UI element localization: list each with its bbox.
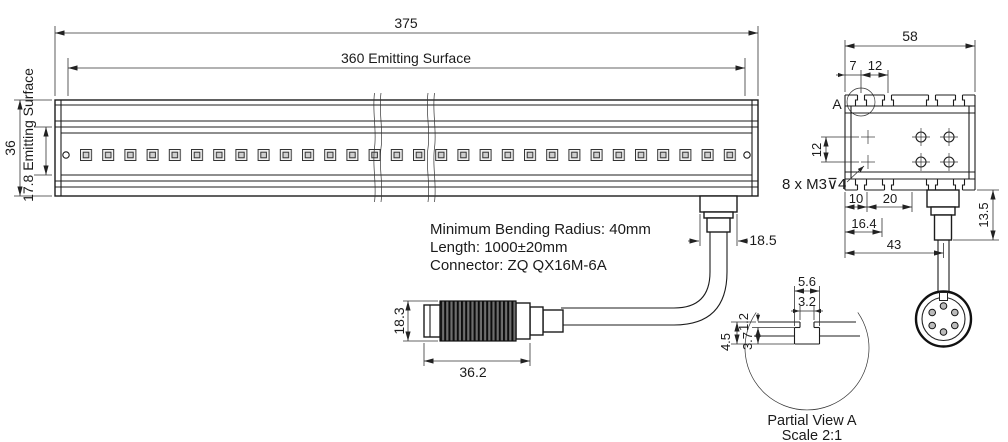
dim-43-text: 43 <box>887 237 901 252</box>
connector-cap <box>423 304 441 338</box>
dim-3-2-text: 3.2 <box>798 294 816 309</box>
dims-slot-top: 7 12 <box>836 58 889 93</box>
detail-circle-a <box>846 87 876 117</box>
dims-depth: 1.2 3.7 4.5 <box>718 313 794 351</box>
detail-callout-a: A <box>832 87 876 117</box>
dim-3-7-text: 3.7 <box>740 332 755 350</box>
connector-hex <box>515 302 531 340</box>
pin <box>951 321 959 330</box>
cable-note-line1: Minimum Bending Radius: 40mm <box>430 221 651 238</box>
connector-key-notch <box>939 292 948 301</box>
dim-gland-height-text: 13.5 <box>976 202 991 227</box>
dim-emitting-height: 17.8 Emitting Surface <box>20 68 52 202</box>
dim-opening-width: 3.2 <box>791 294 823 320</box>
thread-note-text: 8 x M3⊽4 <box>782 176 846 193</box>
partial-view-a: 5.6 3.2 1.2 3.7 4.5 Partial View A Scale… <box>718 274 870 442</box>
detail-label-a: A <box>832 96 842 112</box>
caption: Partial View A Scale 2:1 <box>767 413 857 442</box>
dim-20-text: 20 <box>883 191 897 206</box>
partial-view-scale: Scale 2:1 <box>782 428 842 442</box>
dim-cavity-width: 5.6 <box>794 274 820 326</box>
dim-hole-pitch-text: 12 <box>809 143 824 157</box>
bar-body <box>54 99 759 197</box>
cable-note: Minimum Bending Radius: 40mm Length: 100… <box>430 221 651 274</box>
cable-note-line3: Connector: ZQ QX16M-6A <box>430 257 607 274</box>
dim-4-5-text: 4.5 <box>718 333 733 351</box>
dim-16-4-text: 16.4 <box>851 216 876 231</box>
side-view: 58 7 12 A <box>782 28 999 348</box>
connector-plug <box>423 300 564 342</box>
front-view: 375 360 Emitting Surface <box>2 15 777 380</box>
detail-boundary-arc <box>744 312 870 411</box>
dim-7-text: 7 <box>849 58 856 73</box>
dim-emitting-height-text: 17.8 Emitting Surface <box>20 68 36 202</box>
dim-gland-text: 18.5 <box>749 232 776 248</box>
end-screw-left <box>62 151 70 159</box>
pin <box>951 308 959 317</box>
dim-gland: 18.5 <box>688 214 777 248</box>
connector-ferrule <box>542 309 564 333</box>
dims-bottom: 10 20 16.4 43 <box>844 191 944 258</box>
pin <box>939 302 948 310</box>
dim-hole-pitch: 12 <box>809 136 859 163</box>
led-strip <box>80 149 739 161</box>
dim-connector-dia-text: 18.3 <box>391 307 407 334</box>
cable-note-line2: Length: 1000±20mm <box>430 239 568 256</box>
profile-body <box>844 94 976 191</box>
dim-connector-length-text: 36.2 <box>459 364 486 380</box>
dim-bar-height-text: 36 <box>2 140 18 156</box>
dim-profile-width: 58 <box>844 28 976 92</box>
knurled-ring <box>439 300 517 342</box>
pin <box>928 308 937 317</box>
mounting-holes <box>861 128 958 171</box>
dim-overall-length-text: 375 <box>394 15 418 31</box>
dim-12-top-text: 12 <box>868 58 882 73</box>
connector-ring <box>529 306 544 336</box>
dim-profile-width-text: 58 <box>902 28 918 44</box>
dim-1-2-text: 1.2 <box>736 313 751 331</box>
dim-5-6-text: 5.6 <box>798 274 816 289</box>
dim-connector-length: 36.2 <box>423 343 531 380</box>
thread-note: 8 x M3⊽4 <box>782 165 865 193</box>
dim-gland-height: 13.5 <box>953 189 999 241</box>
dim-connector-dia: 18.3 <box>391 300 438 342</box>
end-screw-right <box>743 151 751 159</box>
break-lines <box>373 92 436 203</box>
pin <box>928 321 937 330</box>
cable-gland-side <box>926 189 960 291</box>
dim-overall-length: 375 <box>54 15 759 96</box>
dim-emitting-length-text: 360 Emitting Surface <box>341 50 471 66</box>
dim-emitting-length: 360 Emitting Surface <box>67 50 746 96</box>
dim-10-text: 10 <box>849 191 863 206</box>
cable-front <box>561 232 728 326</box>
slot-section <box>754 321 860 345</box>
partial-view-caption: Partial View A <box>767 413 857 429</box>
connector-face <box>914 290 973 348</box>
dim-bar-height: 36 <box>2 99 52 197</box>
cable-gland-front <box>699 195 738 233</box>
pin <box>939 328 948 336</box>
